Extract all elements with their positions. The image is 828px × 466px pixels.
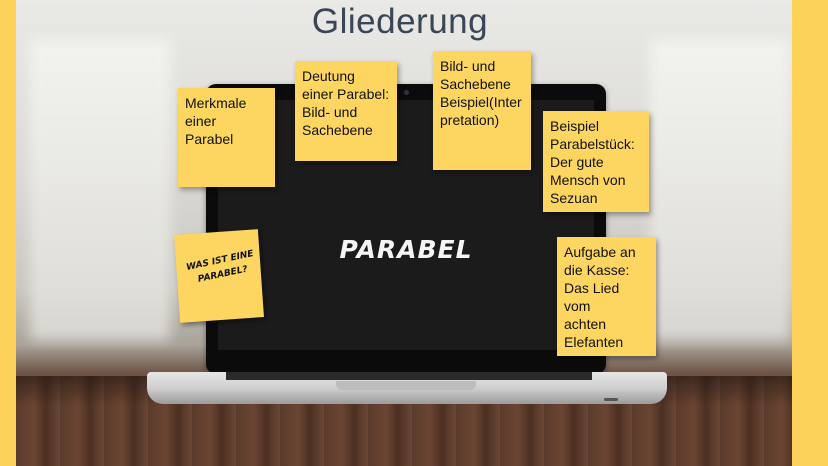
- sticky-note-text: Merkmale einer Parabel: [185, 95, 247, 147]
- sticky-note-text: Aufgabe an die Kasse: Das Lied vom achte…: [564, 244, 636, 350]
- sticky-note-text: WAS IST EINE PARABEL?: [185, 248, 255, 285]
- slide-frame-right: [792, 0, 828, 466]
- laptop-camera: [404, 90, 409, 95]
- laptop-keyboard: [226, 372, 592, 380]
- laptop-screen[interactable]: [218, 100, 594, 350]
- sticky-note-merkmale[interactable]: Merkmale einer Parabel: [178, 88, 275, 187]
- sticky-note-text: Deutung einer Parabel: Bild- und Sachebe…: [302, 68, 390, 138]
- sticky-note-aufgabe[interactable]: Aufgabe an die Kasse: Das Lied vom achte…: [557, 237, 656, 356]
- sticky-note-was-ist-eine-parabel[interactable]: WAS IST EINE PARABEL?: [174, 229, 264, 323]
- slide-title: Gliederung: [311, 2, 489, 41]
- sticky-note-text: Beispiel Parabelstück: Der gute Mensch v…: [550, 118, 635, 206]
- sticky-note-deutung[interactable]: Deutung einer Parabel: Bild- und Sachebe…: [295, 61, 397, 161]
- background-window-right: [650, 40, 790, 340]
- screen-title[interactable]: PARABEL: [339, 235, 473, 264]
- background-window-left: [30, 40, 170, 340]
- sticky-note-parabelstueck[interactable]: Beispiel Parabelstück: Der gute Mensch v…: [543, 111, 649, 212]
- laptop-indicator-light: [604, 398, 618, 401]
- sticky-note-beispiel-interpretation[interactable]: Bild- und Sachebene Beispiel(Inter preta…: [433, 51, 531, 170]
- sticky-note-text: Bild- und Sachebene Beispiel(Inter preta…: [440, 58, 522, 128]
- laptop-trackpad: [336, 381, 476, 390]
- slide-frame-left: [0, 0, 16, 466]
